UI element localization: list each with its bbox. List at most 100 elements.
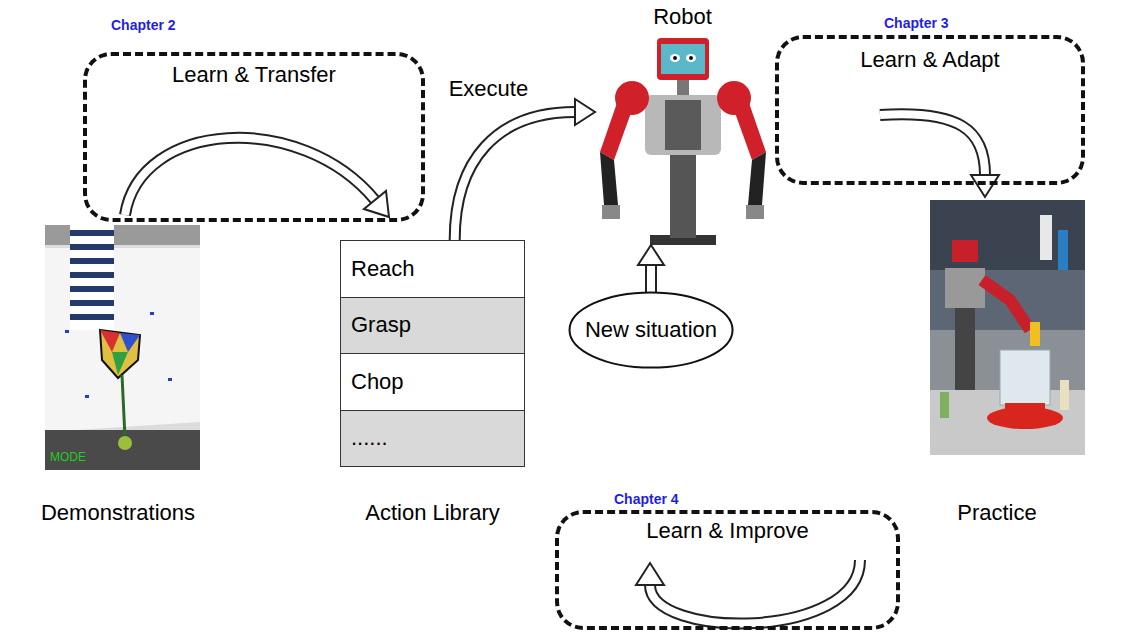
robot-arm [600,100,632,160]
bottle [1030,322,1040,346]
sleeve-stripe [70,272,114,278]
sleeve [70,225,114,330]
glove [100,330,140,378]
marker-dot [168,378,172,381]
robot-neck [677,80,689,95]
situation-ellipse: New situation [567,290,735,370]
arrow-head [636,563,664,585]
photo-floor [45,430,200,470]
hollow-arrow [455,99,595,240]
action-cell: ...... [340,410,525,468]
arrow-head [638,245,664,265]
glove-patch [100,330,120,352]
chapter-box: Chapter 2Learn & Transfer [83,52,425,222]
blender-foot [987,407,1063,429]
marker-dot [65,330,69,333]
robot-eye [686,54,696,62]
robot-pedestal [670,150,696,238]
chapter-box: Chapter 3Learn & Adapt [775,35,1085,185]
sleeve-stripe [70,314,114,320]
figure-caption: Demonstrations [41,500,195,526]
robot-arm [734,100,766,160]
robot-pupil [673,56,677,60]
title-holder: Learn & Transfer [87,62,421,88]
robot-pupil [689,56,693,60]
title-holder: Learn & Adapt [779,47,1081,73]
robot-screen [661,44,705,74]
library-label: Action Library [365,500,500,526]
figure-caption: Practice [957,500,1036,526]
sleeve-stripe [70,286,114,292]
photo-ground [45,225,200,470]
stage-title: Learn & Improve [646,518,809,544]
action-library: Action LibraryReachGraspChop...... [340,240,525,466]
action-cell: Chop [340,353,525,411]
improve-arrow [636,560,860,624]
sleeve-stripe [70,244,114,250]
arrow-body [455,112,575,240]
robot-head [952,240,978,262]
sleeve-stripe [70,230,114,236]
hollow-arrow [638,245,664,293]
heading-holder: Chapter 3 [884,14,949,32]
ellipse-shape [569,292,732,367]
label-holder: Practice [957,500,1036,526]
robot-eye [670,54,680,62]
action-name: Reach [351,256,415,282]
caption-holder: Robot [653,4,712,30]
bottle [940,392,949,418]
robot-frame: Robot [595,35,770,245]
tool-ball [118,436,132,450]
sleeve-stripe [70,300,114,306]
action-name: Chop [351,369,404,395]
robot-picture [600,38,766,245]
robot-chest [665,100,701,150]
action-cell: Grasp [340,297,525,355]
arrow-head [575,99,595,125]
banner [1058,230,1068,270]
sleeve-stripe [70,258,114,264]
arrow-head [364,191,389,217]
chapter-heading: Chapter 2 [111,17,176,34]
action-cell: Reach [340,240,525,298]
glove-patch [120,333,140,352]
arrow-head [971,175,999,197]
hall-ceiling [930,200,1085,270]
action-name: Grasp [351,312,411,338]
label-holder: Demonstrations [41,500,195,526]
transfer-arrow [125,138,389,217]
practice-photo [930,200,1085,455]
robot-forearm [600,152,618,205]
title-holder: Learn & Improve [559,518,896,544]
situation-text: New situation [585,317,717,343]
robot-pedestal [955,300,975,390]
tool-stick [122,375,125,438]
arrow-outline [880,114,985,175]
arrow-body [650,560,860,624]
edge-label-holder: Execute [449,76,529,102]
demonstration-photo [45,225,200,470]
stage-title: Learn & Transfer [172,62,336,88]
arrow-body [880,114,985,175]
arrow-outline [125,138,375,215]
action-name: ...... [351,425,388,451]
arrow-outline [455,112,575,240]
photo-band [45,225,200,245]
robot-head [657,38,709,80]
banner [1040,215,1052,260]
arrow-outline [650,560,860,624]
arrow-body [647,265,655,293]
glove-patch [112,352,128,375]
marker-dot [150,312,154,315]
blender-glass [1000,350,1050,405]
photo-ground [930,200,1085,455]
edge-label: Execute [449,76,529,102]
robot-gripper [602,205,620,219]
heading-holder: Chapter 2 [111,16,176,34]
robot-forearm [748,152,766,205]
chapter-heading: Chapter 4 [614,491,679,508]
heading-holder: Chapter 4 [614,490,679,508]
